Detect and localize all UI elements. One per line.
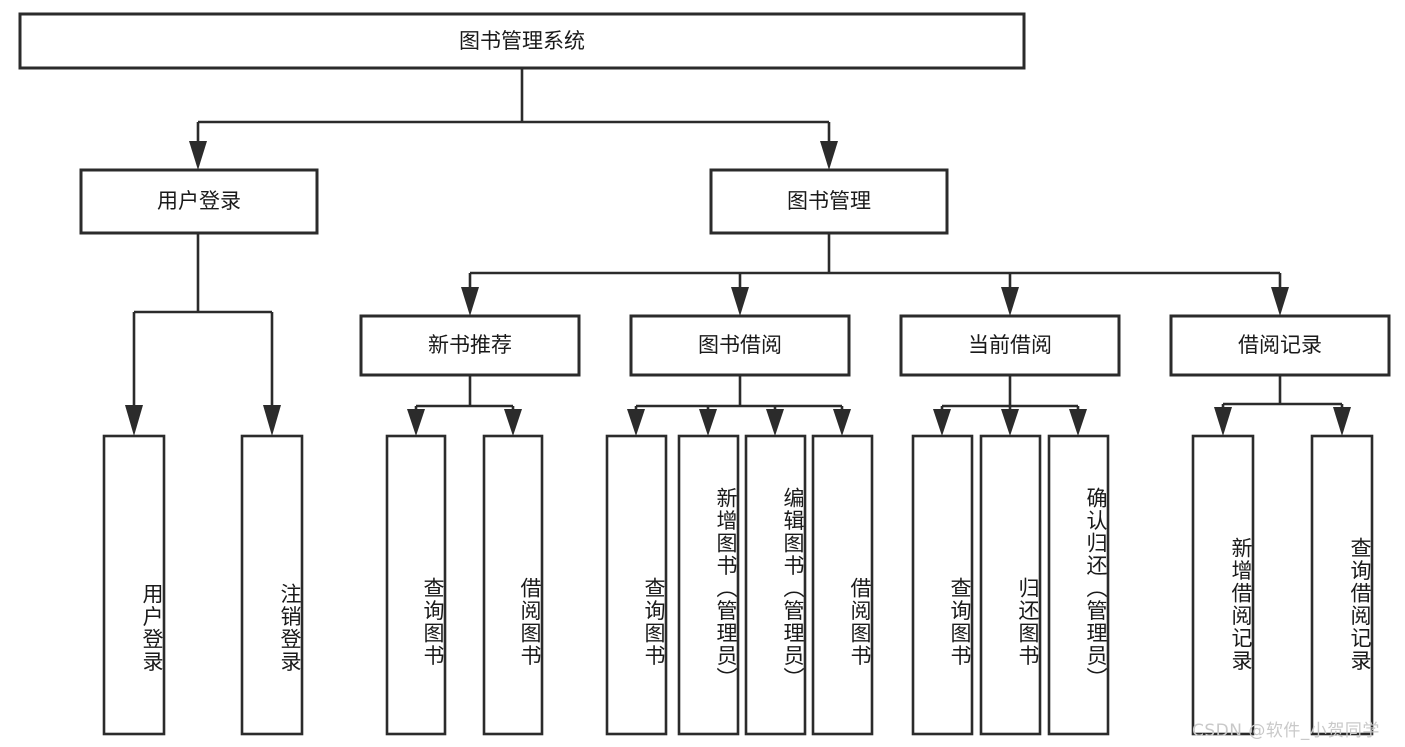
connector-new-book-recommend-to-leaves bbox=[407, 375, 522, 436]
node-box-leaf-query-book-3[interactable] bbox=[911, 434, 974, 736]
node-box-root[interactable] bbox=[18, 12, 1026, 70]
node-box-leaf-query-record[interactable] bbox=[1310, 434, 1374, 736]
node-box-current-borrow[interactable] bbox=[899, 314, 1121, 377]
node-box-leaf-query-book-2[interactable] bbox=[605, 434, 668, 736]
node-box-leaf-query-book-1[interactable] bbox=[385, 434, 447, 736]
node-box-leaf-edit-book[interactable] bbox=[744, 434, 807, 736]
node-box-leaf-borrow-book-1[interactable] bbox=[482, 434, 544, 736]
connector-root-to-level1 bbox=[189, 68, 838, 170]
connector-current-borrow-to-leaves bbox=[933, 375, 1087, 436]
node-box-borrow-record[interactable] bbox=[1169, 314, 1391, 377]
node-box-leaf-borrow-book-2[interactable] bbox=[811, 434, 874, 736]
node-box-new-book-recommend[interactable] bbox=[359, 314, 581, 377]
node-box-book-management[interactable] bbox=[709, 168, 949, 235]
csdn-watermark: CSDN @软件_小贺同学 bbox=[1192, 721, 1380, 741]
node-box-leaf-user-login[interactable] bbox=[102, 434, 166, 736]
connector-book-borrow-to-leaves bbox=[627, 375, 851, 436]
node-box-leaf-return-book[interactable] bbox=[979, 434, 1042, 736]
node-box-leaf-confirm-return[interactable] bbox=[1047, 434, 1110, 736]
node-box-leaf-add-record[interactable] bbox=[1191, 434, 1255, 736]
connector-borrow-record-to-leaves bbox=[1214, 375, 1351, 436]
node-box-book-borrow[interactable] bbox=[629, 314, 851, 377]
node-box-leaf-logout[interactable] bbox=[240, 434, 304, 736]
node-box-leaf-add-book[interactable] bbox=[677, 434, 740, 736]
connector-book-management-to-level2 bbox=[461, 233, 1289, 316]
connector-user-login-to-leaves bbox=[125, 233, 281, 436]
node-box-user-login[interactable] bbox=[79, 168, 319, 235]
